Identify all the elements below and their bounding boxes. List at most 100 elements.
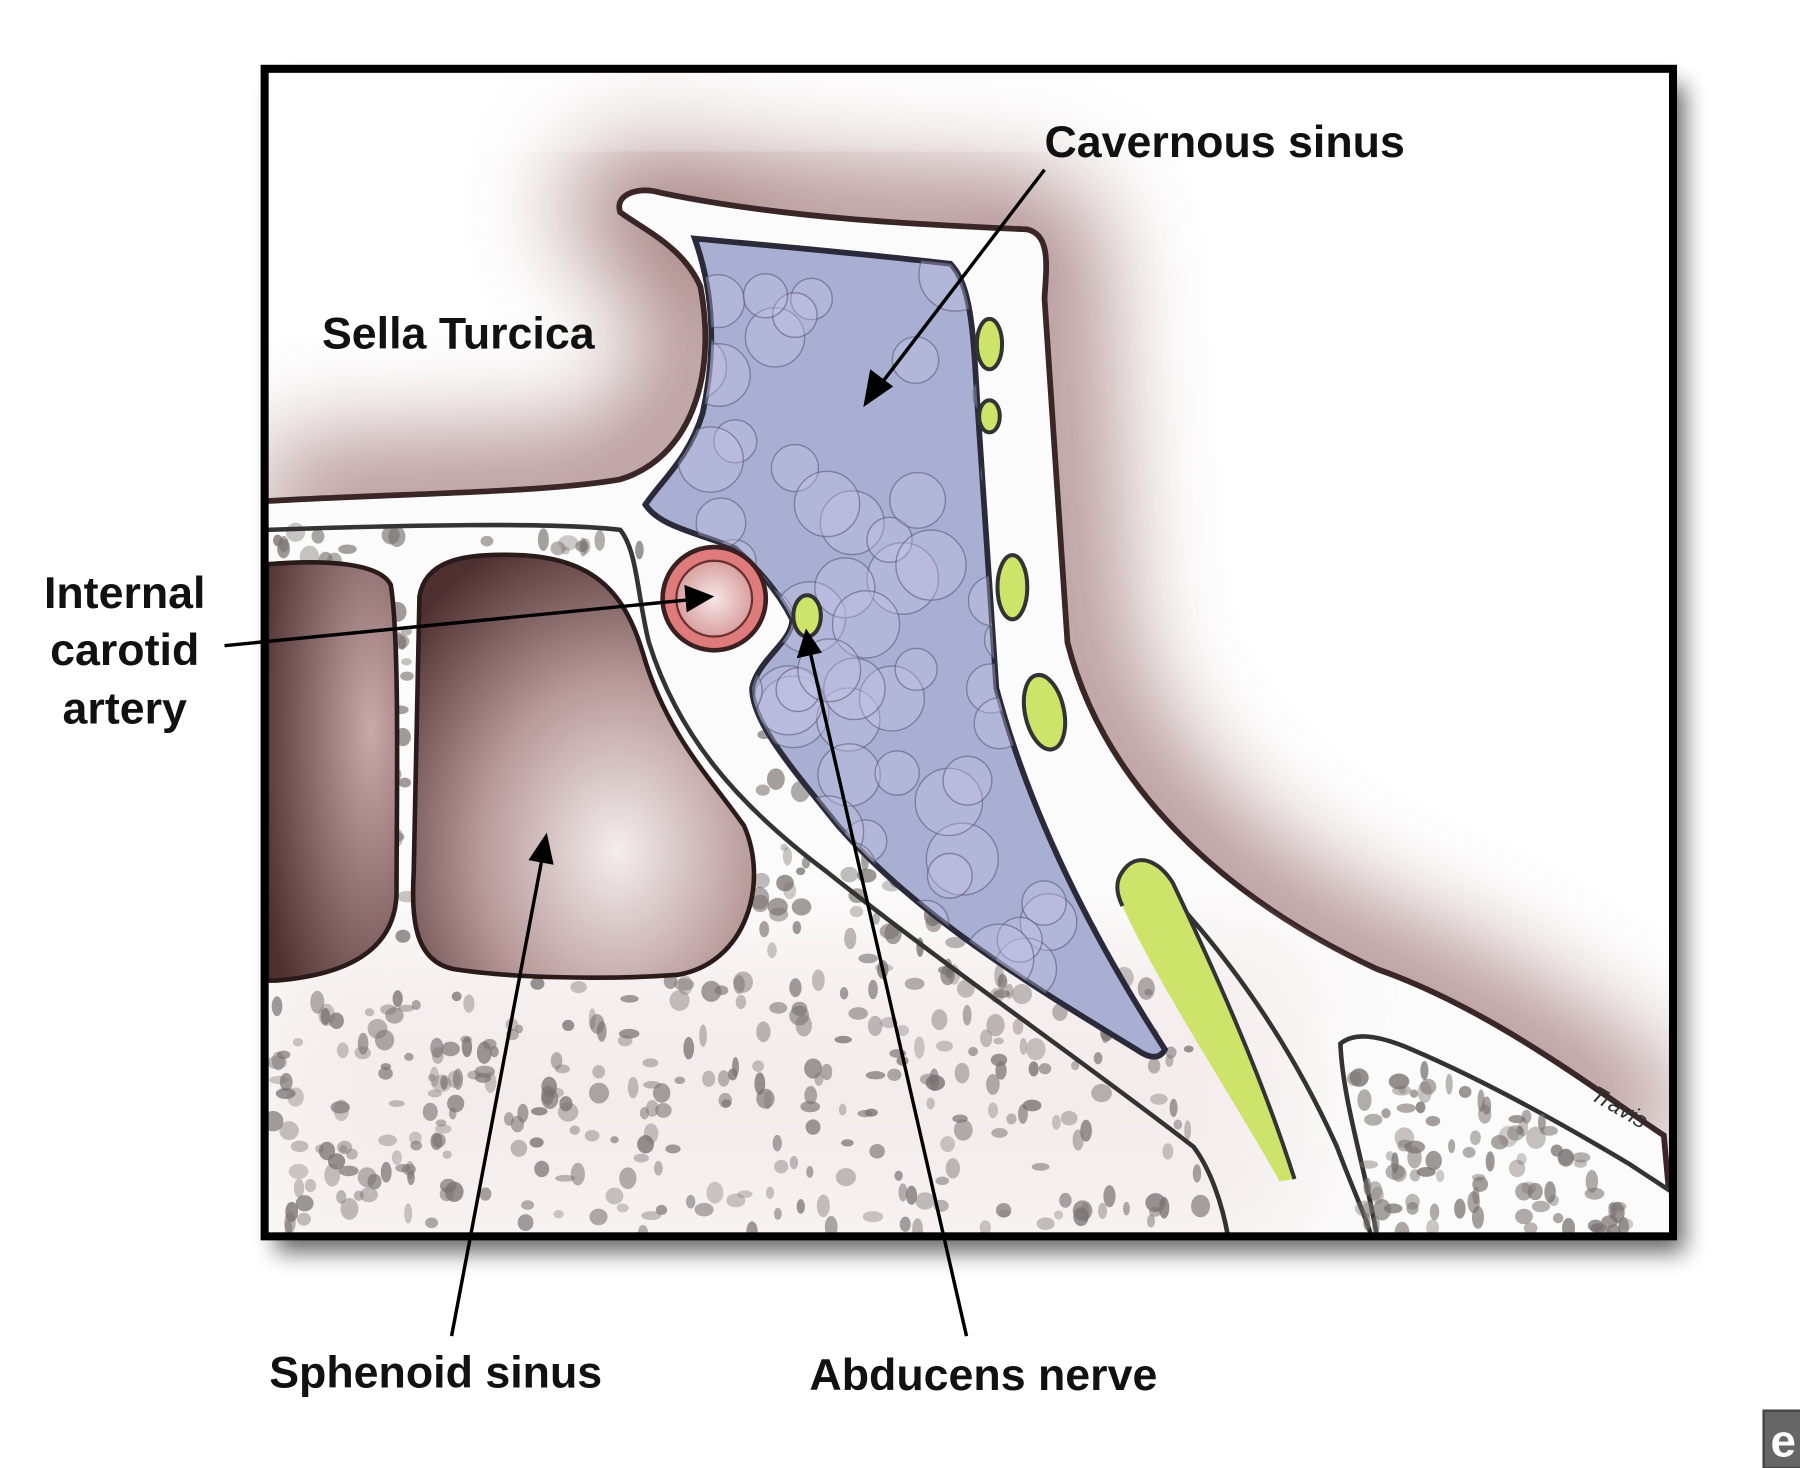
bone-pore — [410, 1140, 423, 1151]
bone-pore — [1383, 1203, 1403, 1214]
bone-pore — [998, 973, 1007, 988]
bone-pore — [444, 1181, 464, 1202]
sinus-cell — [770, 443, 820, 493]
bone-pore — [1011, 983, 1033, 1004]
bone-pore — [643, 1080, 661, 1089]
bone-pore — [789, 1155, 799, 1170]
bone-pore — [1373, 1199, 1392, 1221]
bone-pore — [1385, 1163, 1405, 1181]
bone-pore — [570, 981, 587, 994]
bone-pore — [639, 1106, 650, 1120]
bone-pore — [1022, 1099, 1042, 1112]
bone-pore — [979, 1220, 991, 1235]
bone-pore — [898, 1183, 908, 1202]
bone-pore — [1349, 1068, 1369, 1087]
cranial-nerves — [791, 316, 1297, 1182]
bone-pore — [804, 1058, 823, 1079]
bone-pore — [919, 1073, 939, 1085]
bone-pore — [336, 1042, 349, 1059]
bone-pore — [559, 1096, 573, 1112]
bone-pore — [1072, 1129, 1084, 1151]
ophthalmic-nerve — [995, 553, 1030, 622]
bone-pore — [674, 1076, 686, 1085]
bone-pore — [619, 1167, 637, 1190]
bone-pore — [1608, 1201, 1627, 1212]
bone-pore — [1471, 1206, 1485, 1229]
bone-pore — [643, 1123, 659, 1144]
bone-pore — [997, 974, 1008, 991]
bone-pore — [872, 912, 880, 925]
label-arrows — [224, 168, 1046, 1337]
bone-pore — [673, 978, 695, 991]
sinus-cell — [914, 767, 984, 837]
bone-pore — [701, 980, 722, 1002]
bone-pore — [772, 1134, 782, 1152]
bone-pore — [474, 1065, 495, 1078]
bone-pore — [669, 990, 690, 1011]
bone-pore — [1540, 1125, 1558, 1136]
bone-pore — [1521, 1181, 1537, 1195]
bone-pore — [575, 540, 589, 552]
bone-pore — [550, 1052, 563, 1070]
bone-pore — [275, 1087, 296, 1100]
bone-pore — [685, 1194, 696, 1209]
bone-pore — [432, 1133, 446, 1148]
bone-pore — [1162, 1143, 1174, 1160]
bone-pore — [285, 1201, 299, 1222]
bone-pore — [1406, 1202, 1419, 1215]
bone-pore — [315, 1144, 324, 1154]
bone-pore — [844, 927, 857, 950]
bone-pore — [339, 1145, 348, 1153]
bone-pore — [1388, 1073, 1410, 1090]
bone-pore — [774, 1159, 789, 1174]
bone-pore — [735, 994, 747, 1010]
bone-pore — [1385, 1151, 1394, 1161]
bone-pore — [1122, 1201, 1130, 1216]
bone-pore — [816, 1194, 830, 1218]
bone-pore — [338, 544, 357, 554]
bone-pore — [1521, 1109, 1532, 1124]
bone-pore — [1071, 1060, 1080, 1071]
bone-pore — [1429, 1203, 1440, 1221]
bone-pore — [993, 1037, 1004, 1045]
bone-pore — [616, 1203, 629, 1213]
bone-pore — [581, 538, 591, 554]
bone-pore — [530, 977, 545, 990]
bone-pore — [894, 1170, 903, 1181]
bone-pore — [887, 1068, 902, 1081]
bone-pore — [1415, 1101, 1426, 1114]
bone-pore — [1354, 1200, 1375, 1217]
bone-pore — [726, 1193, 746, 1208]
bone-pore — [381, 526, 400, 545]
bone-pore — [1364, 1113, 1383, 1126]
bone-pore — [940, 1136, 956, 1153]
bone-pore — [1372, 1215, 1380, 1235]
bone-pore — [804, 1086, 818, 1105]
bone-pore — [993, 989, 1011, 999]
bone-pore — [451, 991, 462, 1002]
bone-pore — [642, 1058, 659, 1068]
bone-pore — [277, 538, 290, 559]
bone-pore — [1137, 977, 1155, 1000]
bone-pore — [652, 1083, 671, 1103]
sinus-cell — [831, 590, 901, 659]
bone-pore — [555, 1174, 576, 1182]
bone-pore — [476, 1041, 492, 1064]
bone-pore — [1012, 1018, 1024, 1035]
bone-pore — [560, 546, 570, 555]
bone-pore — [869, 1143, 885, 1159]
bone-pore — [380, 1063, 392, 1071]
bone-pore — [1036, 1217, 1055, 1231]
bone-pore — [765, 1186, 775, 1200]
bone-pore — [1019, 1037, 1028, 1055]
bone-pore — [752, 1060, 764, 1072]
bone-pore — [717, 1070, 730, 1087]
bone-pore — [838, 1103, 847, 1116]
bone-pore — [789, 978, 802, 998]
bone-pore — [655, 1103, 672, 1118]
bone-pore — [980, 1029, 993, 1048]
petrous-bone-texture — [1346, 1061, 1634, 1237]
bone-pore — [588, 1008, 596, 1030]
bone-pore — [1601, 1215, 1619, 1228]
bone-pore — [537, 528, 549, 552]
